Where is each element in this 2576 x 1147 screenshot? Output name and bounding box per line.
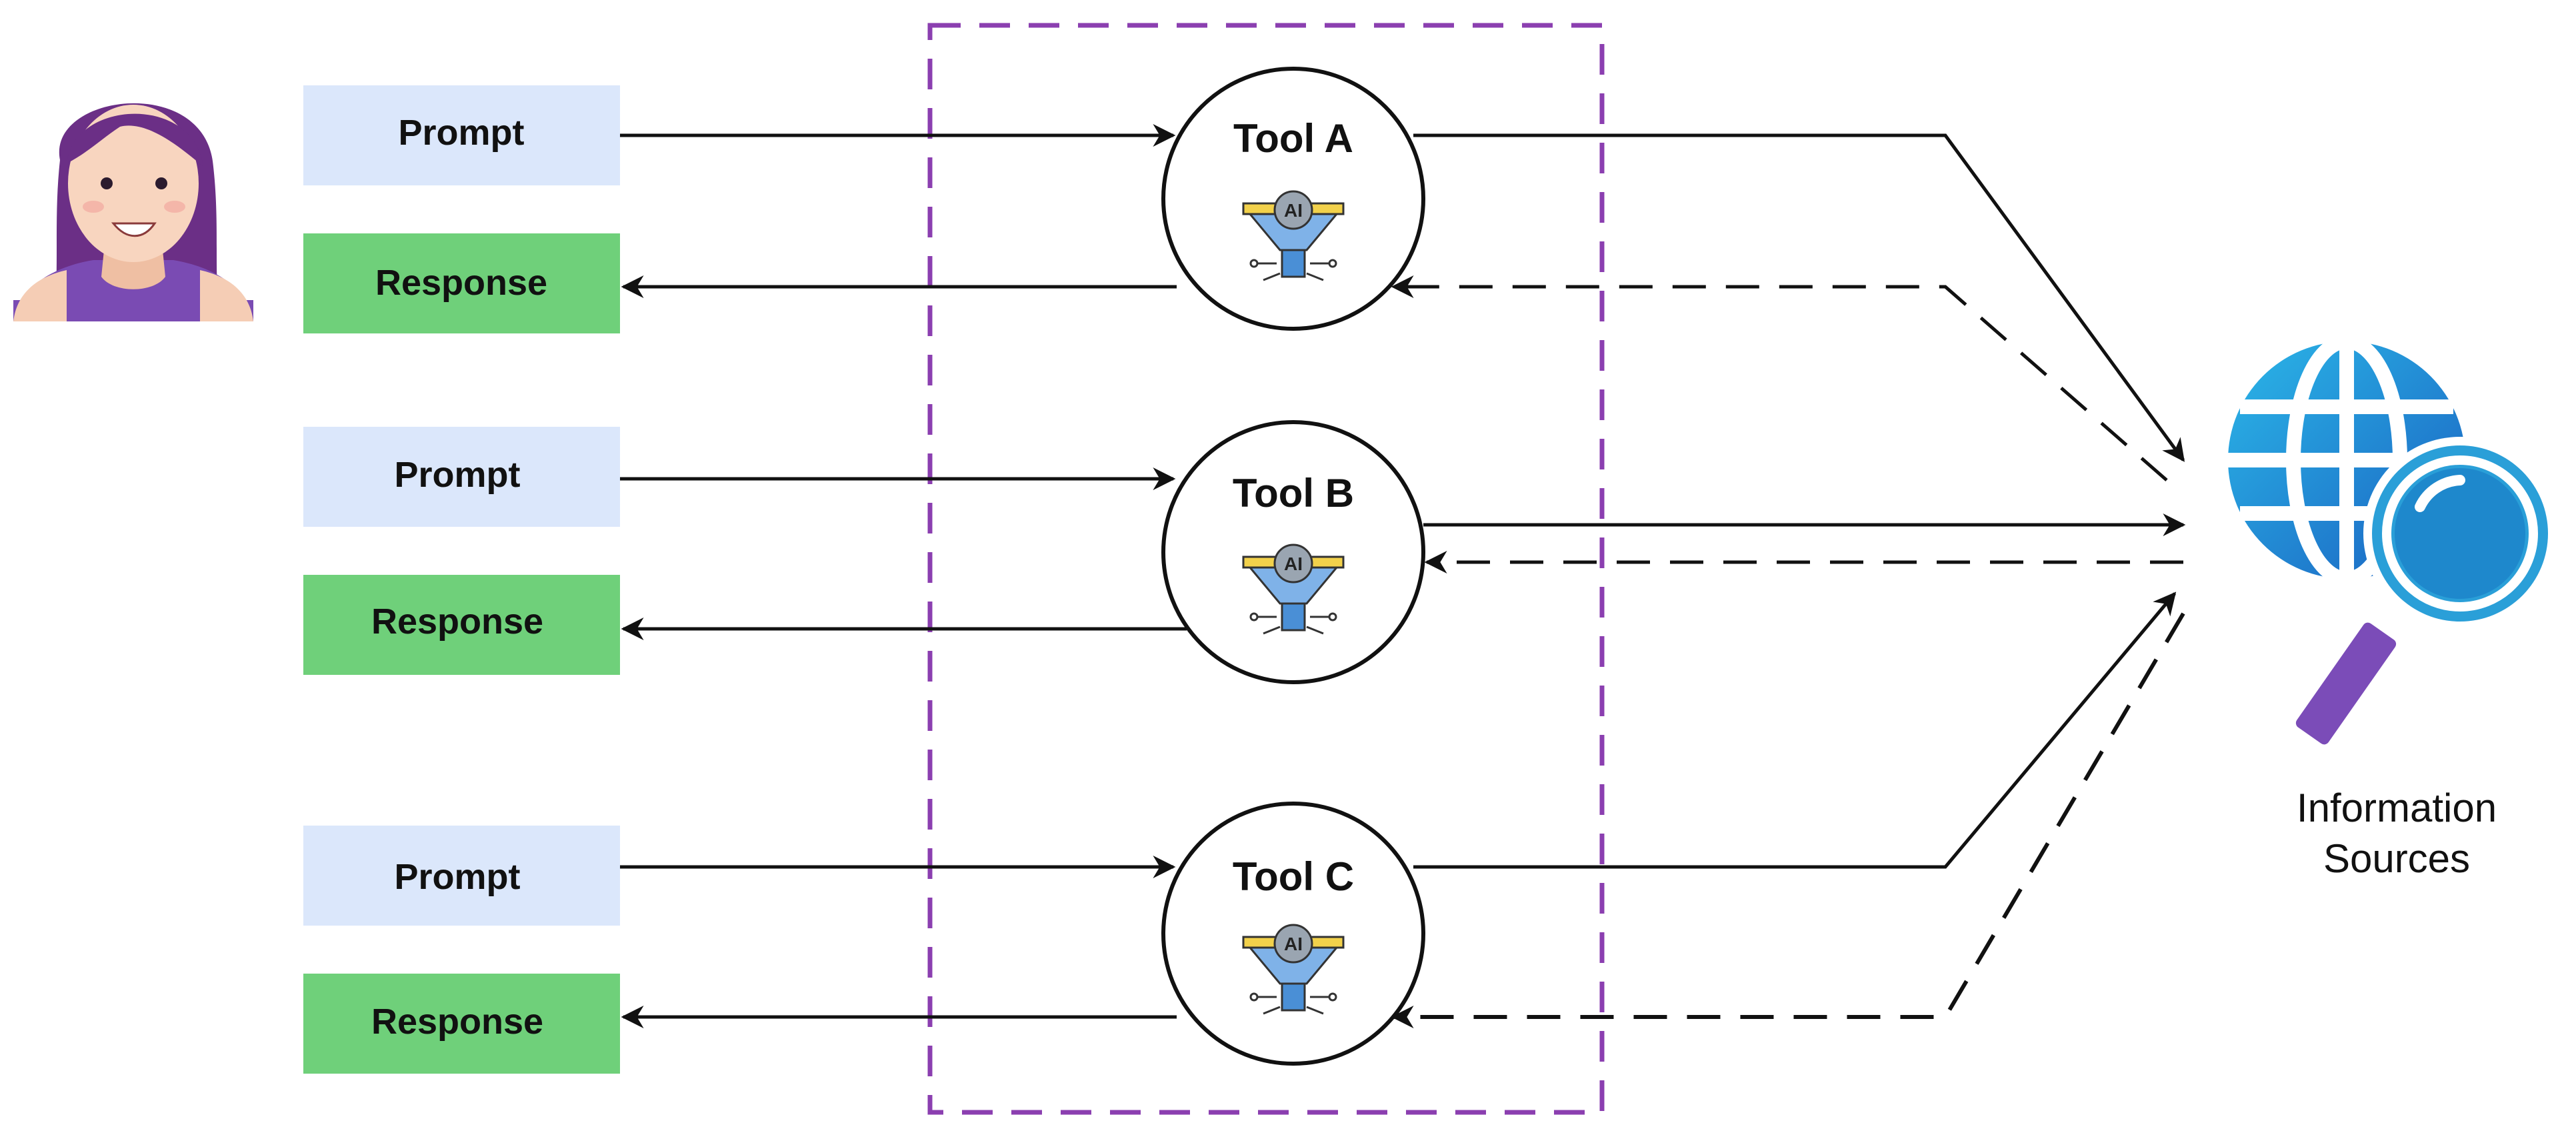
row-tool-c: Prompt Response Tool C xyxy=(303,802,1425,1074)
tool-c-return-line xyxy=(1391,612,2185,1028)
response-box xyxy=(303,233,620,333)
tool-label: Tool B xyxy=(1233,471,1354,515)
globe-search-icon xyxy=(2228,334,2557,745)
tool-label: Tool C xyxy=(1233,854,1354,899)
response-box xyxy=(303,575,620,675)
info-sources-label-line1: Information xyxy=(2297,786,2497,830)
ai-icon-text: AI xyxy=(1284,934,1303,954)
ai-icon-text: AI xyxy=(1284,200,1303,221)
response-label: Response xyxy=(371,1002,543,1042)
row-tool-a: Prompt Response Tool A xyxy=(303,67,1425,333)
user-avatar-icon xyxy=(13,103,253,321)
response-box xyxy=(303,974,620,1074)
prompt-box xyxy=(303,826,620,926)
response-label: Response xyxy=(371,602,543,642)
row-tool-b: Prompt Response Tool B xyxy=(303,420,1425,684)
tool-a-return-line xyxy=(1391,275,2168,481)
response-label: Response xyxy=(375,263,547,303)
prompt-box xyxy=(303,427,620,527)
tool-label: Tool A xyxy=(1233,116,1353,161)
info-sources-label-line2: Sources xyxy=(2323,836,2470,881)
ai-funnel-icon: AI xyxy=(1242,924,1345,1015)
prompt-label: Prompt xyxy=(395,455,521,495)
prompt-box xyxy=(303,85,620,185)
ai-funnel-icon: AI xyxy=(1242,190,1345,281)
tools-group-border xyxy=(927,23,1605,1115)
ai-icon-text: AI xyxy=(1284,553,1303,574)
prompt-label: Prompt xyxy=(399,113,525,153)
ai-funnel-icon: AI xyxy=(1242,543,1345,635)
prompt-label: Prompt xyxy=(395,857,521,897)
tool-c-request-line xyxy=(1413,592,2177,869)
tool-a-request-line xyxy=(1413,133,2185,462)
